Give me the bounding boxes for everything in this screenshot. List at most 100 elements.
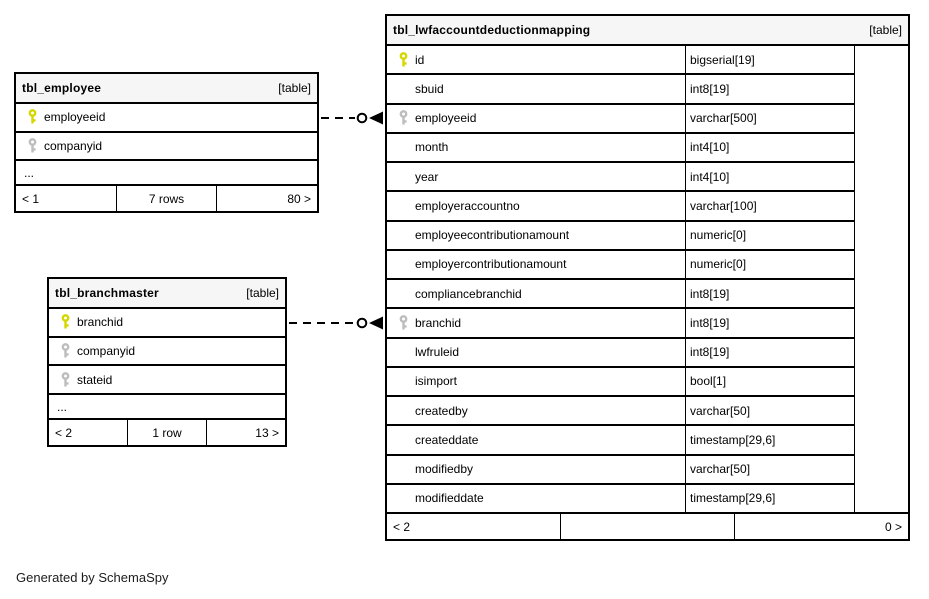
column-name: companyid (77, 344, 136, 358)
column-row: employeraccountno varchar[100] (387, 190, 854, 220)
column-row: companyid (16, 130, 317, 160)
ellipsis-row: ... (16, 159, 317, 184)
column-type: varchar[50] (690, 403, 751, 418)
column-row: employeeid (16, 104, 317, 131)
column-row: employeeid varchar[500] (387, 102, 854, 132)
column-name: compliancebranchid (415, 286, 522, 301)
column-name: isimport (415, 374, 458, 389)
column-row: month int4[10] (387, 131, 854, 161)
column-row: lwfruleid int8[19] (387, 336, 854, 366)
foreign-key-icon (399, 314, 408, 330)
column-name: employeecontributionamount (415, 228, 570, 243)
table-name: tbl_branchmaster (55, 286, 159, 300)
column-type: varchar[500] (690, 111, 757, 126)
footer-children-count: < 2 (55, 425, 73, 440)
footer-children-count: < 2 (393, 519, 411, 534)
column-name: employercontributionamount (415, 257, 567, 272)
column-type: bigserial[19] (690, 52, 755, 67)
column-name: lwfruleid (415, 345, 460, 360)
key-icon-slot (392, 314, 415, 331)
column-type: timestamp[29,6] (690, 491, 776, 506)
table-header[interactable]: tbl_branchmaster [table] (49, 279, 285, 309)
column-name: year (415, 169, 439, 184)
key-icon-slot (54, 343, 77, 359)
column-name: employeraccountno (415, 198, 520, 213)
relationship-margin-cell (855, 46, 908, 512)
column-row: employeecontributionamount numeric[0] (387, 219, 854, 249)
column-type: int4[10] (690, 140, 730, 155)
column-row: modifieddate timestamp[29,6] (387, 482, 854, 512)
column-row: stateid (49, 364, 285, 393)
generated-by-caption: Generated by SchemaSpy (16, 570, 169, 585)
primary-key-icon (399, 51, 408, 67)
key-icon-slot (54, 314, 77, 330)
table-footer: < 1 7 rows 80 > (16, 184, 317, 211)
foreign-key-icon (399, 110, 408, 125)
column-name: employeeid (415, 111, 477, 126)
column-type: int8[19] (690, 315, 730, 330)
column-name: modifiedby (415, 462, 474, 477)
footer-row-count (560, 514, 734, 539)
column-name: createddate (415, 432, 479, 447)
column-row: year int4[10] (387, 161, 854, 191)
table-tbl-lwfaccountdeductionmapping[interactable]: tbl_lwfaccountdeductionmapping [table] i… (385, 14, 910, 541)
footer-parents-count: 0 > (734, 514, 908, 539)
column-type: int8[19] (690, 81, 730, 96)
primary-key-icon (28, 109, 37, 124)
column-name: month (415, 140, 449, 155)
column-row: branchid (49, 309, 285, 336)
column-type: bool[1] (690, 374, 727, 389)
footer-children-count: < 1 (22, 191, 40, 206)
column-type: int8[19] (690, 286, 730, 301)
column-row: createddate timestamp[29,6] (387, 424, 854, 454)
table-tag: [table] (869, 23, 902, 37)
column-type: numeric[0] (690, 257, 747, 272)
key-icon-slot (54, 371, 77, 388)
column-name: stateid (77, 372, 113, 387)
footer-parents-count: 80 > (216, 186, 317, 211)
foreign-key-icon (28, 137, 37, 153)
column-type: int4[10] (690, 169, 730, 184)
relationship-connector-branchid (289, 316, 383, 330)
column-row: isimport bool[1] (387, 365, 854, 395)
foreign-key-icon (61, 343, 70, 358)
table-header[interactable]: tbl_employee [table] (16, 74, 317, 104)
column-row: companyid (49, 335, 285, 365)
key-icon-slot (392, 110, 415, 126)
column-type: int8[19] (690, 345, 730, 360)
column-row: branchid int8[19] (387, 307, 854, 337)
table-tag: [table] (246, 286, 279, 300)
column-name: companyid (44, 138, 103, 153)
column-name: id (415, 52, 425, 67)
column-row: id bigserial[19] (387, 46, 854, 74)
foreign-key-icon (61, 371, 70, 387)
column-rows: branchid companyid stateid (49, 309, 285, 393)
column-row: compliancebranchid int8[19] (387, 278, 854, 308)
ellipsis-row: ... (49, 393, 285, 418)
column-type: varchar[100] (690, 198, 757, 213)
column-name: branchid (77, 315, 124, 330)
column-name: branchid (415, 315, 462, 330)
table-name: tbl_employee (22, 81, 102, 95)
table-tbl-employee[interactable]: tbl_employee [table] employeeid companyid… (14, 72, 319, 213)
table-tbl-branchmaster[interactable]: tbl_branchmaster [table] branchid company… (47, 277, 287, 447)
column-type: numeric[0] (690, 228, 747, 243)
column-name: modifieddate (415, 491, 484, 506)
primary-key-icon (61, 314, 70, 329)
footer-row-count: 7 rows (115, 186, 217, 211)
table-footer: < 2 1 row 13 > (49, 418, 285, 445)
column-type: timestamp[29,6] (690, 432, 776, 447)
key-icon-slot (21, 137, 44, 154)
relationship-connector-employeeid (321, 111, 383, 125)
column-row: employercontributionamount numeric[0] (387, 248, 854, 278)
column-type: varchar[50] (690, 462, 751, 477)
footer-row-count: 1 row (127, 420, 206, 445)
column-row: modifiedby varchar[50] (387, 453, 854, 483)
key-icon-slot (392, 51, 415, 68)
table-header[interactable]: tbl_lwfaccountdeductionmapping [table] (387, 16, 908, 46)
column-name: createdby (415, 403, 468, 418)
column-rows: employeeid companyid (16, 104, 317, 159)
